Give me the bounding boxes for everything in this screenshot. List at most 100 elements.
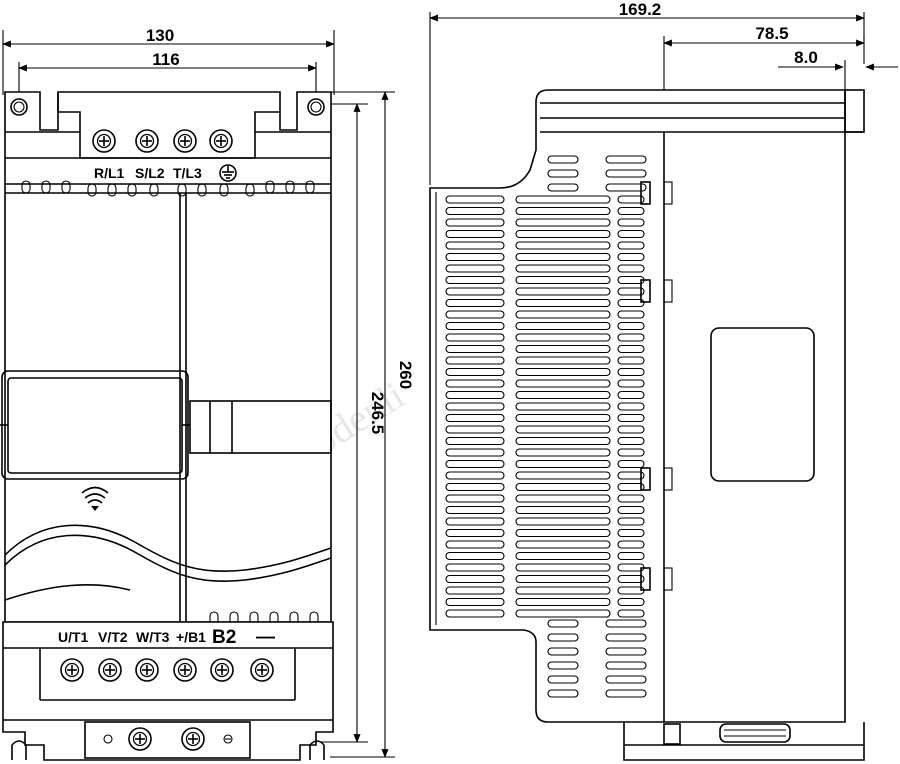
vent-slot [515,310,611,319]
vent-slot [515,574,611,584]
vent-slot [515,482,611,492]
vent-slot [515,402,611,411]
vent-slot [445,517,505,526]
vent-slot [515,436,611,446]
vent-slot [515,390,611,400]
side-vent-slots [445,155,647,698]
vent-slot [547,619,579,628]
vent-slot [617,563,645,572]
dim-height-mount: 246.5 [368,392,387,435]
vent-slot [515,528,611,538]
vent-slot [515,551,611,561]
vent-slot [617,206,645,216]
vent-slot [515,264,611,273]
vent-slot [445,505,505,515]
front-vent-row-top [21,180,315,197]
vent-slot [605,155,647,164]
terminal-minus: — [256,627,275,648]
terminal-w-t3: W/T3 [136,629,170,645]
vent-slot [515,517,611,526]
vent-slot [617,298,645,308]
vent-slot [445,379,505,388]
vent-slot [617,252,645,262]
vent-slot [515,609,611,618]
dim-flange: 8.0 [794,48,818,67]
vent-slot [515,448,611,457]
vent-slot [547,689,579,698]
vent-slot [617,367,645,377]
vent-slot [617,218,645,227]
vent-slot [617,402,645,411]
vent-slot [617,356,645,365]
dim-width-mount: 116 [152,50,179,69]
vent-slot [515,252,611,262]
vent-slot [445,609,505,618]
vent-slot [515,195,611,204]
vent-slot [617,413,645,423]
vent-slot [617,390,645,400]
vent-slot [515,367,611,377]
dim-depth-total: 169.2 [619,0,662,19]
vent-slot [617,517,645,526]
vent-slot [605,169,647,178]
vent-slot [445,482,505,492]
vent-slot [617,551,645,561]
vent-slot [515,586,611,595]
vent-slot [515,459,611,469]
vent-slot [445,298,505,308]
vent-slot [515,505,611,515]
vent-slot [445,333,505,342]
vent-slot [617,597,645,607]
terminal-t-l3: T/L3 [173,165,202,181]
vent-slot [617,459,645,469]
vent-slot [445,356,505,365]
vent-slot [445,252,505,262]
vent-slot [445,206,505,216]
vent-slot [445,402,505,411]
vent-slot [445,528,505,538]
vent-slot [617,448,645,457]
vent-slot [605,661,647,670]
terminal-u-t1: U/T1 [58,629,89,645]
vent-slot [617,310,645,319]
vent-slot [445,574,505,584]
dim-height-outer: 260 [396,361,415,389]
vent-slot [515,540,611,549]
vent-slot [605,675,647,684]
wireless-icon [81,486,109,511]
vent-slot [547,183,579,192]
vent-slot [445,471,505,480]
vent-slot [617,333,645,342]
vent-slot [617,436,645,446]
vent-slot [617,425,645,434]
vent-slot [617,471,645,480]
vent-slot [605,647,647,656]
vent-slot [445,241,505,250]
vent-slot [445,390,505,400]
vent-slot [515,597,611,607]
terminal-r-l1: R/L1 [94,165,125,181]
vent-slot [605,633,647,642]
vent-slot [515,425,611,434]
terminal-plus-b1: +/B1 [176,629,206,645]
vent-slot [445,264,505,273]
vent-slot [617,229,645,239]
vent-slot [445,597,505,607]
vent-slot [515,321,611,331]
vent-slot [515,379,611,388]
vent-slot [445,436,505,446]
dim-depth-rear: 78.5 [755,24,788,43]
vent-slot [515,356,611,365]
vent-slot [515,275,611,285]
vent-slot [617,241,645,250]
vent-slot [617,540,645,549]
vent-slot [445,275,505,285]
vent-slot [547,155,579,164]
vent-slot [515,344,611,354]
vent-slot [617,321,645,331]
vent-slot [617,264,645,273]
vent-slot [515,471,611,480]
vent-slot [445,551,505,561]
vent-slot [515,413,611,423]
terminal-b2: B2 [212,627,236,648]
